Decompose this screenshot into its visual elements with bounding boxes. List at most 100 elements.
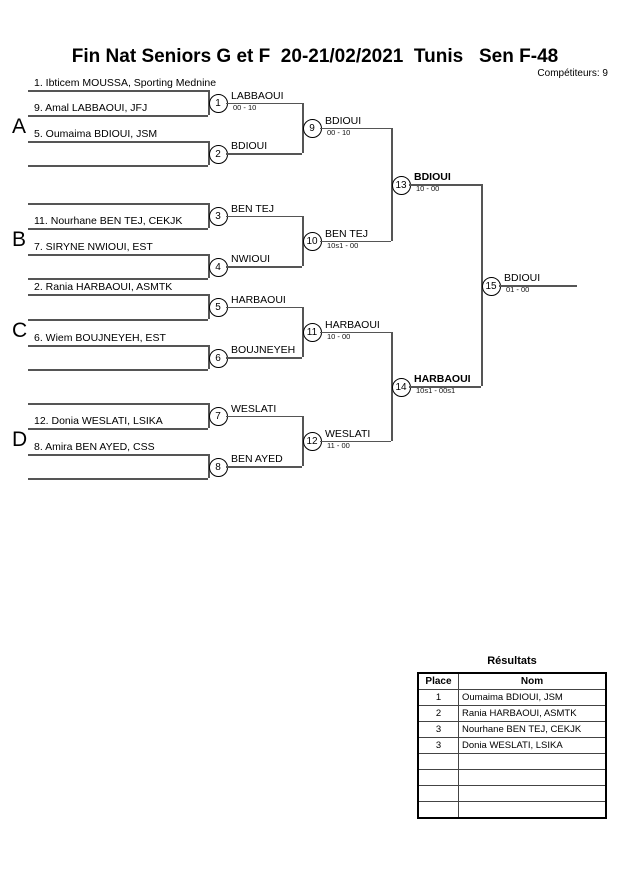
match-winner-13: BDIOUI bbox=[414, 171, 451, 184]
page-title: Fin Nat Seniors G et F 20-21/02/2021 Tun… bbox=[71, 46, 559, 67]
match-winner-9: BDIOUI bbox=[325, 114, 362, 127]
match-circle-2[interactable]: 2 bbox=[208, 144, 228, 164]
match-circle-7[interactable]: 7 bbox=[208, 407, 228, 426]
match-circle-10[interactable]: 10 bbox=[302, 232, 322, 252]
match-circle-8[interactable]: 8 bbox=[208, 457, 228, 477]
result-place: 3 bbox=[417, 737, 459, 754]
feed-bot-12 bbox=[226, 466, 302, 468]
bracket-line-C-1 bbox=[28, 294, 208, 296]
pool-letter-B: B bbox=[12, 228, 27, 251]
bracket-line-B-3 bbox=[28, 254, 208, 256]
match-winner-15: BDIOUI bbox=[504, 272, 541, 285]
match-circle-3[interactable]: 3 bbox=[208, 207, 228, 226]
match-winner-1: LABBAOUI bbox=[231, 89, 284, 102]
results-header-row: Place Nom bbox=[417, 672, 607, 690]
feed-top-12 bbox=[226, 415, 302, 418]
match-winner-5: HARBAOUI bbox=[231, 293, 286, 306]
pool-letter-C: C bbox=[12, 319, 28, 342]
entrant-name: 7. SIRYNE NWIOUI, EST bbox=[34, 241, 153, 253]
bracket-line-B-2 bbox=[28, 228, 208, 230]
result-place: 1 bbox=[417, 689, 459, 706]
entrant-name: 8. Amira BEN AYED, CSS bbox=[34, 441, 155, 453]
table-row bbox=[417, 769, 607, 786]
match-score-12: 11 - 00 bbox=[327, 440, 350, 450]
bracket-line-C-2 bbox=[28, 319, 208, 321]
competitor-count: Compétiteurs: 9 bbox=[537, 68, 608, 79]
bracket-line-A-2 bbox=[28, 115, 208, 117]
pool-letter-A: A bbox=[12, 115, 27, 138]
match-score-13: 10 - 00 bbox=[416, 184, 440, 194]
results-col-place: Place bbox=[417, 672, 459, 690]
match-circle-12[interactable]: 12 bbox=[302, 432, 322, 452]
match-winner-4: NWIOUI bbox=[231, 253, 271, 265]
match-circle-6[interactable]: 6 bbox=[208, 348, 228, 368]
feed-top-14 bbox=[320, 331, 391, 334]
feed-top-13 bbox=[320, 127, 391, 130]
feed-top-10 bbox=[226, 215, 302, 218]
result-name: Rania HARBAOUI, ASMTK bbox=[458, 705, 607, 722]
result-name bbox=[458, 785, 607, 802]
result-place bbox=[417, 769, 459, 786]
entrant-name: 11. Nourhane BEN TEJ, CEKJK bbox=[34, 215, 183, 227]
result-place: 2 bbox=[417, 705, 459, 722]
result-place bbox=[417, 785, 459, 802]
match-winner-11: HARBAOUI bbox=[325, 318, 380, 331]
feed-bot-15 bbox=[409, 386, 481, 388]
match-circle-15[interactable]: 15 bbox=[481, 276, 501, 296]
result-name bbox=[458, 753, 607, 770]
bracket-line-A-3 bbox=[28, 141, 208, 143]
match-winner-7: WESLATI bbox=[231, 402, 277, 415]
feed-bot-9 bbox=[226, 153, 302, 155]
champion-line bbox=[499, 285, 577, 287]
table-row bbox=[417, 753, 607, 770]
match-circle-5[interactable]: 5 bbox=[208, 298, 228, 317]
bracket-line-D-2 bbox=[28, 428, 208, 430]
bracket-line-C-4 bbox=[28, 369, 208, 371]
result-place: 3 bbox=[417, 721, 459, 738]
feed-bot-13 bbox=[320, 240, 391, 243]
result-place bbox=[417, 801, 459, 819]
match-winner-3: BEN TEJ bbox=[231, 202, 274, 215]
match-score-15: 01 - 00 bbox=[506, 285, 530, 295]
bracket-line-A-1 bbox=[28, 90, 208, 92]
match-score-9: 00 - 10 bbox=[327, 127, 351, 137]
match-circle-11[interactable]: 11 bbox=[302, 323, 322, 343]
bracket-line-D-3 bbox=[28, 454, 208, 456]
table-row bbox=[417, 785, 607, 802]
bracket-line-D-1 bbox=[28, 403, 208, 405]
result-place bbox=[417, 753, 459, 770]
match-circle-4[interactable]: 4 bbox=[208, 257, 228, 277]
match-score-10: 10s1 - 00 bbox=[327, 240, 359, 250]
match-circle-14[interactable]: 14 bbox=[391, 377, 411, 397]
bracket-line-D-4 bbox=[28, 478, 208, 480]
pool-letter-D: D bbox=[12, 428, 28, 451]
match-winner-6: BOUJNEYEH bbox=[231, 344, 296, 356]
entrant-name: 1. Ibticem MOUSSA, Sporting Mednine bbox=[34, 77, 217, 89]
result-name: Nourhane BEN TEJ, CEKJK bbox=[458, 721, 607, 738]
match-winner-14: HARBAOUI bbox=[414, 373, 471, 386]
results-title: Résultats bbox=[487, 655, 537, 667]
entrant-name: 2. Rania HARBAOUI, ASMTK bbox=[34, 281, 173, 293]
feed-bot-14 bbox=[320, 440, 391, 443]
feed-top-11 bbox=[226, 306, 302, 309]
feed-bot-11 bbox=[226, 357, 302, 359]
feed-top-15 bbox=[409, 184, 481, 186]
entrant-name: 6. Wiem BOUJNEYEH, EST bbox=[34, 332, 166, 344]
results-col-nom: Nom bbox=[458, 672, 607, 690]
table-row bbox=[417, 801, 607, 819]
feed-top-9 bbox=[226, 102, 302, 105]
match-circle-9[interactable]: 9 bbox=[302, 119, 322, 139]
match-circle-1[interactable]: 1 bbox=[208, 94, 228, 113]
entrant-name: 12. Donia WESLATI, LSIKA bbox=[34, 415, 163, 427]
match-winner-12: WESLATI bbox=[325, 427, 371, 440]
feed-bot-10 bbox=[226, 266, 302, 268]
match-circle-13[interactable]: 13 bbox=[391, 175, 411, 195]
entrant-name: 9. Amal LABBAOUI, JFJ bbox=[34, 102, 148, 114]
result-name bbox=[458, 801, 607, 819]
